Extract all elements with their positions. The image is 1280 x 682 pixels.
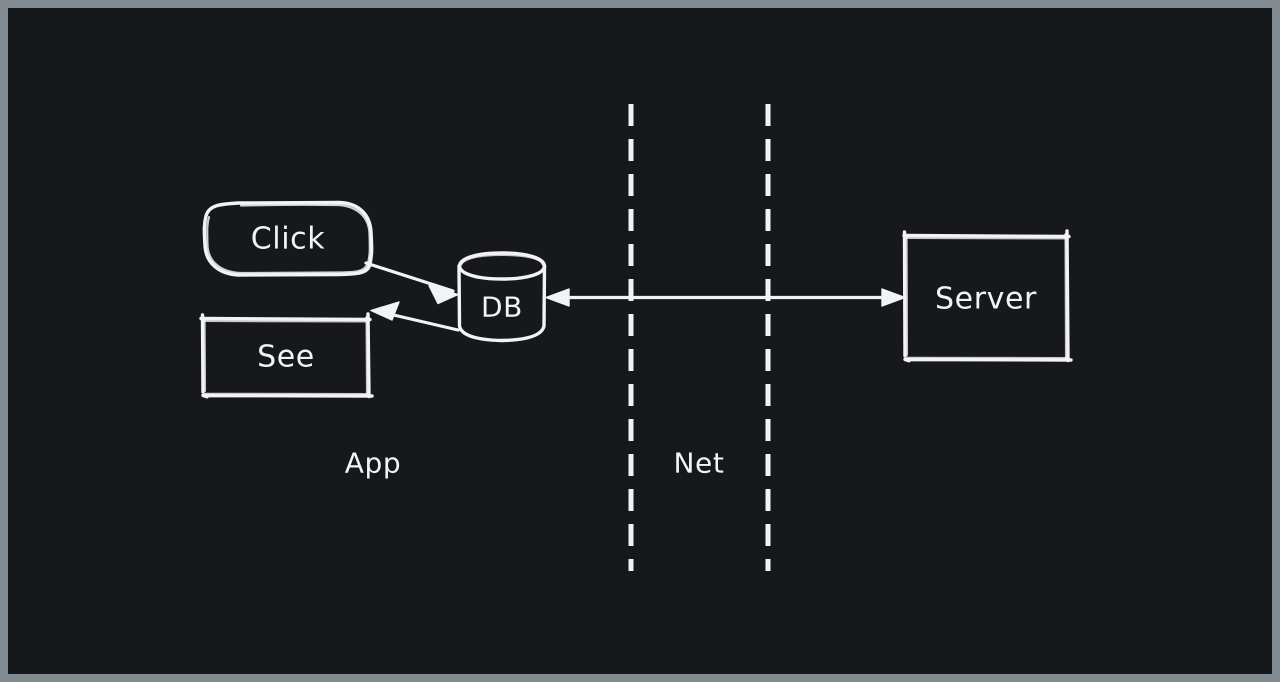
node-db[interactable]: DB xyxy=(457,251,547,343)
node-see-label: See xyxy=(257,340,315,375)
group-label-app: App xyxy=(345,447,402,480)
node-db-label: DB xyxy=(481,291,523,324)
node-click[interactable]: Click xyxy=(202,200,374,277)
node-server-label: Server xyxy=(935,282,1037,317)
group-label-net: Net xyxy=(674,447,725,480)
edge-db-server-link[interactable] xyxy=(545,288,906,307)
edge-db-to-see[interactable] xyxy=(370,301,460,332)
node-click-label: Click xyxy=(251,222,326,257)
node-server[interactable]: Server xyxy=(902,229,1073,363)
edge-click-to-db[interactable] xyxy=(364,261,459,305)
diagram-svg: Click See xyxy=(199,104,1073,571)
diagram-canvas[interactable]: Click See xyxy=(8,8,1272,674)
node-see[interactable]: See xyxy=(199,312,374,399)
